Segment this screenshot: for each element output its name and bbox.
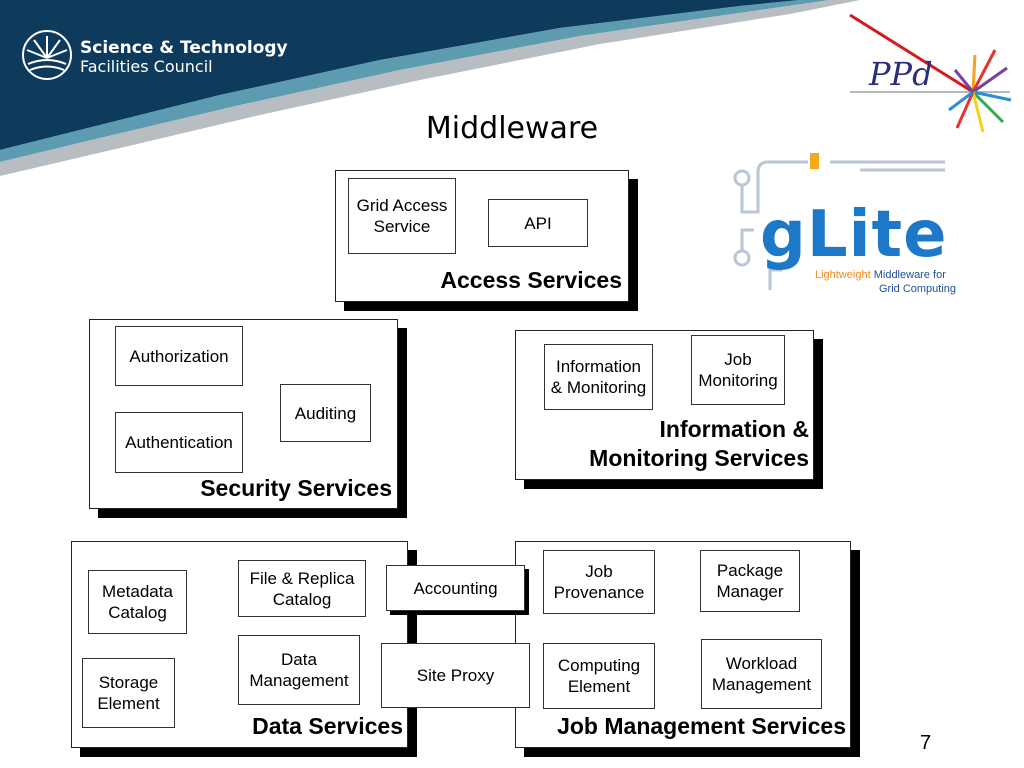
data-services-title: Data Services <box>252 713 403 739</box>
workload-management-box: Workload Management <box>701 639 822 709</box>
security-services-title: Security Services <box>200 475 392 501</box>
file-replica-catalog-box: File & Replica Catalog <box>238 560 366 617</box>
storage-element-box: Storage Element <box>82 658 175 728</box>
computing-element-label: Computing Element <box>557 656 641 696</box>
data-services-group: Metadata Catalog File & Replica Catalog … <box>71 541 408 748</box>
job-provenance-box: Job Provenance <box>543 550 655 614</box>
data-management-label: Data Management <box>249 650 349 690</box>
metadata-catalog-box: Metadata Catalog <box>88 570 187 634</box>
auditing-label: Auditing <box>294 403 357 423</box>
glite-tagline: Lightweight Middleware for <box>815 269 946 281</box>
authentication-label: Authentication <box>125 433 233 452</box>
glite-tagline-line2: Grid Computing <box>879 283 957 295</box>
page-number: 7 <box>920 732 932 754</box>
storage-element-label: Storage Element <box>97 673 160 713</box>
authentication-box: Authentication <box>115 412 243 473</box>
job-management-services-group: Job Provenance Package Manager Computing… <box>515 541 851 748</box>
security-services-group: Authorization Authentication Auditing Se… <box>89 319 398 509</box>
ppd-burst-icon <box>849 13 1012 133</box>
information-monitoring-label: Information & Monitoring <box>550 357 647 397</box>
org-name: Science & Technology Facilities Council <box>80 38 288 76</box>
information-monitoring-services-group: Information & Monitoring Job Monitoring … <box>515 330 814 480</box>
org-name-line2: Facilities Council <box>80 57 213 76</box>
package-manager-label: Package Manager <box>716 561 784 601</box>
access-services-title: Access Services <box>440 267 622 293</box>
grid-access-service-label: Grid Access Service <box>356 196 448 236</box>
glite-tagline-highlight: Lightweight <box>815 269 871 281</box>
access-services-group: Grid Access Service API Access Services <box>335 170 629 302</box>
job-monitoring-box: Job Monitoring <box>691 335 785 405</box>
api-box: API <box>488 199 588 247</box>
accounting-label: Accounting <box>413 578 498 598</box>
api-label: API <box>524 213 552 233</box>
computing-element-box: Computing Element <box>543 643 655 709</box>
file-replica-catalog-label: File & Replica Catalog <box>249 568 355 609</box>
site-proxy-label: Site Proxy <box>416 666 495 685</box>
org-name-line1: Science & Technology <box>80 38 288 58</box>
authorization-label: Authorization <box>129 346 229 366</box>
information-monitoring-services-title: Information & Monitoring Services <box>589 416 809 471</box>
job-provenance-label: Job Provenance <box>553 562 645 602</box>
data-management-box: Data Management <box>238 635 360 705</box>
glite-logo-text: gLite <box>760 198 948 272</box>
authorization-box: Authorization <box>115 326 243 386</box>
package-manager-box: Package Manager <box>700 550 800 612</box>
stfc-sunburst-icon <box>22 30 72 80</box>
grid-access-service-box: Grid Access Service <box>348 178 456 254</box>
information-monitoring-box: Information & Monitoring <box>544 344 653 410</box>
ppd-logo-text: PPd <box>869 55 933 93</box>
workload-management-label: Workload Management <box>711 654 812 694</box>
job-management-services-title: Job Management Services <box>557 713 846 739</box>
metadata-catalog-label: Metadata Catalog <box>102 582 173 622</box>
accounting-box: Accounting <box>386 565 525 611</box>
glite-tagline-rest: Middleware for <box>873 269 946 281</box>
auditing-box: Auditing <box>280 384 371 442</box>
job-monitoring-label: Job Monitoring <box>698 350 778 390</box>
glite-circuit-icon <box>733 153 945 290</box>
slide-title: Middleware <box>425 111 599 146</box>
site-proxy-box: Site Proxy <box>381 643 530 708</box>
header-banner <box>0 0 860 176</box>
